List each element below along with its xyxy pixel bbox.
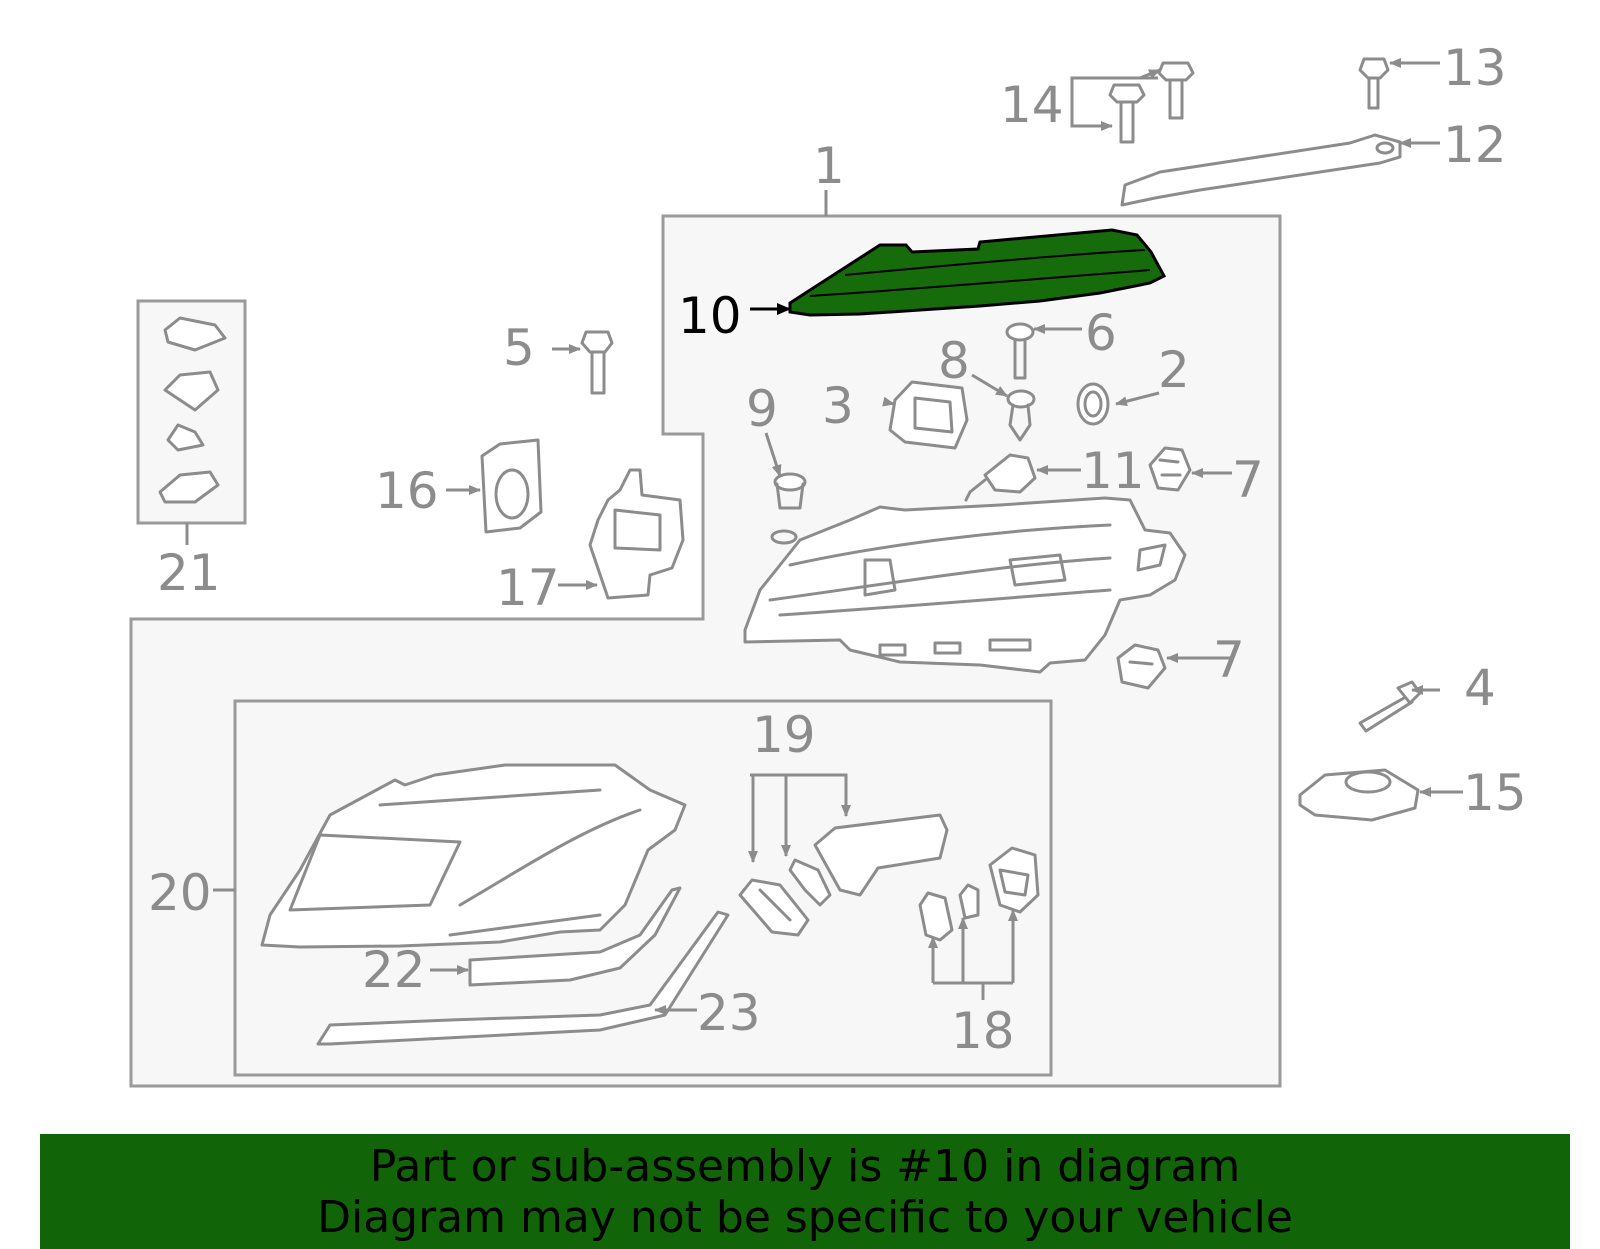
part-4-bolt xyxy=(1358,680,1422,733)
part-21-clips xyxy=(158,316,227,504)
callout-5: 5 xyxy=(503,319,535,377)
callout-22: 22 xyxy=(362,941,426,999)
part-7-clip-lower xyxy=(1116,643,1167,690)
part-17-bracket xyxy=(588,468,685,600)
callout-17: 17 xyxy=(496,559,560,617)
callout-7-upper: 7 xyxy=(1232,451,1264,509)
callout-8: 8 xyxy=(938,332,970,390)
callout-13: 13 xyxy=(1443,39,1507,97)
callout-3: 3 xyxy=(822,377,854,435)
part-18-components xyxy=(918,846,1040,942)
part-3-cover xyxy=(888,380,969,450)
trim-10-ribs xyxy=(809,249,1151,297)
callout-23: 23 xyxy=(697,984,761,1042)
callout-2: 2 xyxy=(1158,341,1190,399)
callout-15: 15 xyxy=(1463,764,1527,822)
part-8-clip xyxy=(1006,389,1036,442)
part-2-seal xyxy=(1076,382,1110,426)
callout-21: 21 xyxy=(157,544,221,602)
part-11-bulb xyxy=(964,453,1037,502)
callout-14: 14 xyxy=(1000,76,1064,134)
callout-4: 4 xyxy=(1464,659,1496,717)
callout-1: 1 xyxy=(813,137,845,195)
part-10-trim-highlighted[interactable] xyxy=(788,228,1167,317)
callout-20: 20 xyxy=(148,864,212,922)
part-9-grommet xyxy=(773,472,807,510)
callout-12: 12 xyxy=(1443,116,1507,174)
part-16-housing xyxy=(480,438,543,534)
part-15-module xyxy=(1298,768,1420,822)
leader-lines xyxy=(185,58,1463,1015)
banner-line-1: Part or sub-assembly is #10 in diagram xyxy=(369,1140,1241,1192)
callout-7-lower: 7 xyxy=(1213,631,1245,689)
part-19-components xyxy=(738,813,949,937)
part-22-strip xyxy=(468,886,682,987)
part-12-bracket xyxy=(1120,133,1402,207)
callout-18: 18 xyxy=(951,1002,1015,1060)
callout-11: 11 xyxy=(1081,442,1145,500)
info-banner: Part or sub-assembly is #10 in diagram D… xyxy=(40,1134,1570,1249)
headlamp-assembly xyxy=(743,496,1187,674)
callout-16: 16 xyxy=(375,462,439,520)
part-7-clip-upper xyxy=(1148,446,1192,492)
banner-line-2: Diagram may not be specific to your vehi… xyxy=(317,1191,1293,1243)
trim-10-shape xyxy=(788,228,1167,317)
part-5-bolt xyxy=(580,330,614,395)
callout-10[interactable]: 10 xyxy=(678,287,742,345)
callout-19: 19 xyxy=(752,706,816,764)
callout-6: 6 xyxy=(1085,304,1117,362)
callout-9: 9 xyxy=(746,380,778,438)
part-23-trim xyxy=(316,910,730,1046)
part-20-headlamp xyxy=(260,763,687,949)
part-13-bolt xyxy=(1358,57,1390,110)
